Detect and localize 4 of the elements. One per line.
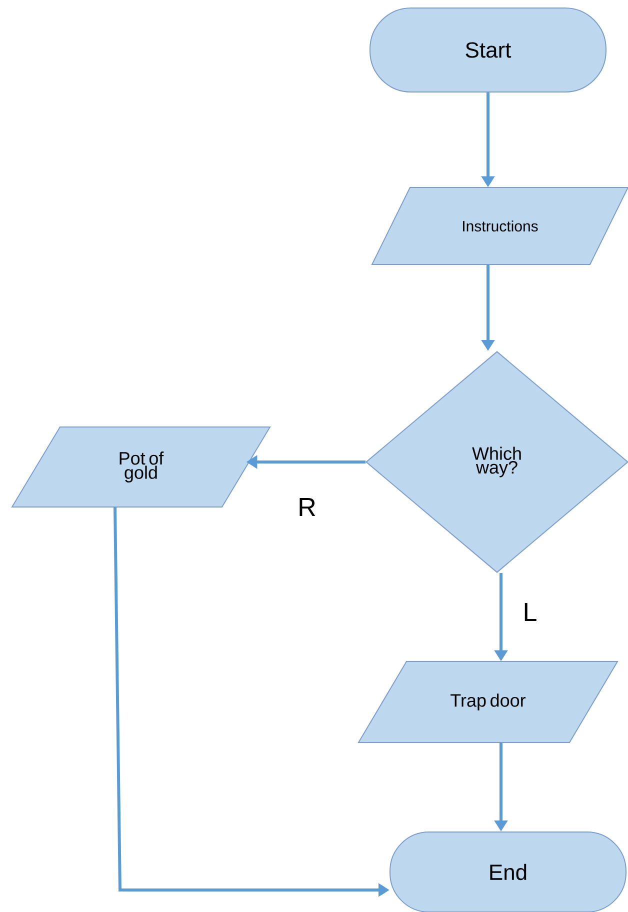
- edge-label: L: [520, 601, 540, 623]
- edge-label: R: [296, 496, 318, 518]
- terminal-box: End: [390, 832, 626, 912]
- terminal-box: Start: [370, 8, 606, 92]
